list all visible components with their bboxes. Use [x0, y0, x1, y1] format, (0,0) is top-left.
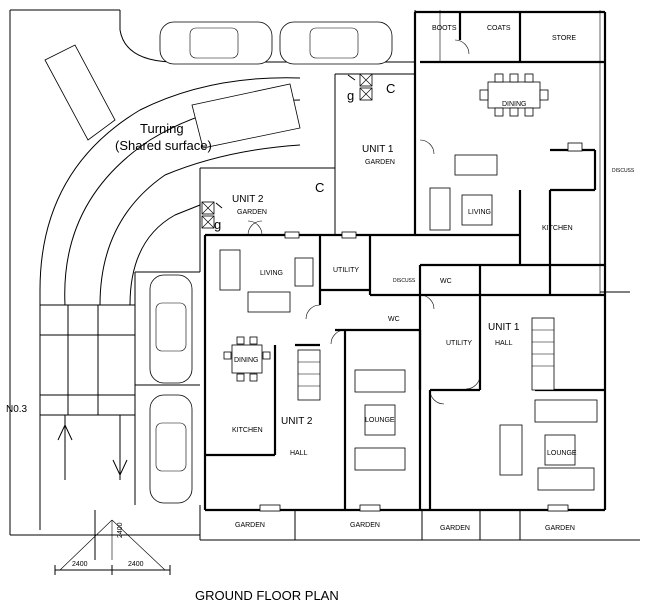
u2-utility-label: UTILITY	[333, 267, 359, 274]
u1-name-hall: UNIT 1	[488, 322, 520, 333]
u1-boots-label: BOOTS	[432, 25, 457, 32]
shared-surface-label: (Shared surface)	[115, 138, 212, 153]
u1-bin-c: C	[386, 81, 395, 96]
u2-name-hall: UNIT 2	[281, 416, 313, 427]
parked-cars	[149, 21, 393, 504]
u1-coats-label: COATS	[487, 25, 511, 32]
dim-left-label: 2400	[72, 561, 88, 568]
u2-garden-b-label: GARDEN	[350, 522, 380, 529]
unit1-furniture	[429, 73, 598, 491]
u2-dining-label: DINING	[234, 357, 259, 364]
u2-living-label: LIVING	[260, 270, 283, 277]
dim-vertical-label: 2400	[117, 522, 124, 538]
dimension-lines	[54, 510, 171, 575]
u2-garden-unit-label: UNIT 2	[232, 194, 264, 205]
u1-garden-b-label: GARDEN	[545, 525, 575, 532]
u2-lounge-label: LOUNGE	[365, 417, 395, 424]
u1-bin-g: g	[347, 88, 354, 103]
u1-lounge-label: LOUNGE	[547, 450, 577, 457]
u2-kitchen-label: KITCHEN	[232, 427, 263, 434]
plan-title: GROUND FLOOR PLAN	[195, 588, 339, 603]
u1-garden-unit-label: UNIT 1	[362, 144, 394, 155]
u1-living-label: LIVING	[468, 209, 491, 216]
car-park-area	[39, 44, 301, 530]
u2-hall-label: HALL	[290, 450, 308, 457]
door-swings	[247, 39, 481, 405]
u1-hall-label: HALL	[495, 340, 513, 347]
u2-garden-label: GARDEN	[237, 209, 267, 216]
dim-right-label: 2400	[128, 561, 144, 568]
u1-dining-label: DINING	[502, 101, 527, 108]
turning-label: Turning	[140, 121, 184, 136]
u1-discuss-label: DISCUSS	[612, 168, 635, 174]
u1-garden-a-label: GARDEN	[440, 525, 470, 532]
plot-number-label: N0.3	[6, 404, 28, 415]
garden-dividers	[294, 510, 521, 540]
unit2-furniture	[219, 231, 569, 512]
u1-store-label: STORE	[552, 35, 576, 42]
u1-wc-label: WC	[440, 278, 452, 285]
u2-bin-c: C	[315, 180, 324, 195]
u2-wc-label: WC	[388, 316, 400, 323]
u2-bin-g: g	[214, 217, 221, 232]
u1-utility-label: UTILITY	[446, 340, 472, 347]
u1-garden-label: GARDEN	[365, 159, 395, 166]
u1-kitchen-label: KITCHEN	[542, 225, 573, 232]
unit2-walls	[203, 233, 430, 512]
u2-garden-a-label: GARDEN	[235, 522, 265, 529]
u2-discuss-label: DISCUSS	[393, 278, 416, 284]
unit1-walls	[413, 10, 607, 512]
bin-stores	[201, 73, 373, 229]
